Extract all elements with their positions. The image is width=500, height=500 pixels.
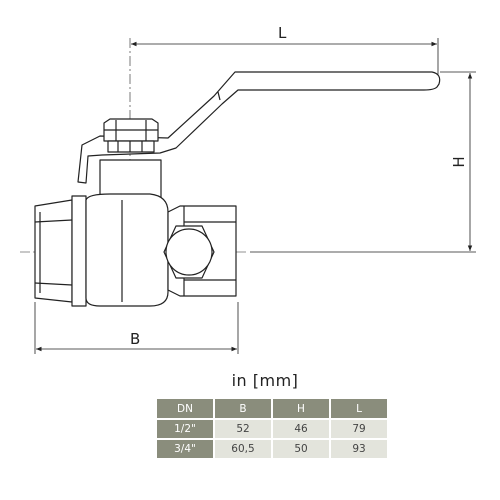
dimensions-table: DN B H L 1/2" 52 46 79 3/4" 60,5 50 93	[157, 399, 387, 458]
cell-l: 79	[330, 418, 387, 439]
dim-label-B: B	[130, 330, 140, 348]
valve-body	[34, 71, 441, 307]
ball-valve-drawing: L H B	[20, 24, 476, 354]
dimension-H	[250, 71, 476, 253]
cell-h: 50	[272, 438, 331, 458]
cell-dn: 3/4"	[157, 438, 215, 458]
dimension-L	[131, 38, 439, 76]
stem-collar	[107, 140, 155, 153]
header-l: L	[330, 399, 387, 419]
table-row: 3/4" 60,5 50 93	[157, 438, 387, 458]
left-collar	[71, 195, 87, 307]
header-b: B	[214, 399, 273, 419]
cell-b: 52	[214, 418, 273, 439]
drain-plug	[165, 228, 213, 276]
header-dn: DN	[157, 399, 215, 419]
dimension-B	[34, 302, 239, 354]
cell-l: 93	[330, 438, 387, 458]
cell-b: 60,5	[214, 438, 273, 458]
table-row: 1/2" 52 46 79	[157, 418, 387, 439]
dim-label-H: H	[450, 156, 468, 167]
cell-h: 46	[272, 418, 331, 439]
table-header-row: DN B H L	[157, 399, 387, 419]
dim-label-L: L	[278, 24, 287, 42]
header-h: H	[272, 399, 331, 419]
cell-dn: 1/2"	[157, 418, 215, 439]
central-body	[85, 193, 169, 307]
handle-lever	[77, 71, 441, 184]
units-caption: in [mm]	[231, 371, 299, 390]
